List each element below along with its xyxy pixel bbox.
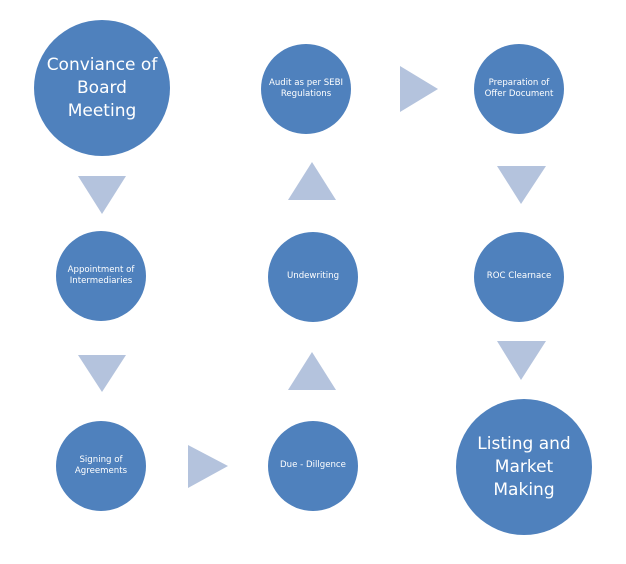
node-listing-market-making: Listing and Market Making bbox=[456, 399, 592, 535]
arrow-down-icon bbox=[78, 176, 126, 214]
node-conviance-board-meeting: Conviance of Board Meeting bbox=[34, 20, 170, 156]
node-label: Listing and Market Making bbox=[477, 433, 571, 500]
arrow-up-icon bbox=[288, 352, 336, 390]
arrow-right-icon bbox=[400, 66, 438, 112]
arrow-down-icon bbox=[497, 166, 546, 204]
node-label: Conviance of Board Meeting bbox=[46, 54, 158, 121]
node-label: Signing of Agreements bbox=[74, 454, 128, 477]
node-appointment-intermediaries: Appointment of Intermediaries bbox=[56, 231, 146, 321]
arrow-up-icon bbox=[288, 162, 336, 200]
node-undewriting: Undewriting bbox=[268, 232, 358, 322]
node-label: Appointment of Intermediaries bbox=[67, 264, 135, 287]
node-label: ROC Clearnace bbox=[486, 271, 552, 282]
node-label: Audit as per SEBI Regulations bbox=[268, 77, 344, 100]
node-preparation-offer-document: Preparation of Offer Document bbox=[474, 44, 564, 134]
node-roc-clearance: ROC Clearnace bbox=[474, 232, 564, 322]
node-due-diligence: Due - Dillgence bbox=[268, 421, 358, 511]
node-label: Due - Dillgence bbox=[280, 460, 346, 471]
node-signing-agreements: Signing of Agreements bbox=[56, 421, 146, 511]
node-label: Preparation of Offer Document bbox=[484, 77, 554, 100]
arrow-down-icon bbox=[497, 341, 546, 380]
arrow-right-icon bbox=[188, 445, 228, 488]
arrow-down-icon bbox=[78, 355, 126, 392]
node-label: Undewriting bbox=[286, 271, 340, 282]
node-audit-sebi: Audit as per SEBI Regulations bbox=[261, 44, 351, 134]
